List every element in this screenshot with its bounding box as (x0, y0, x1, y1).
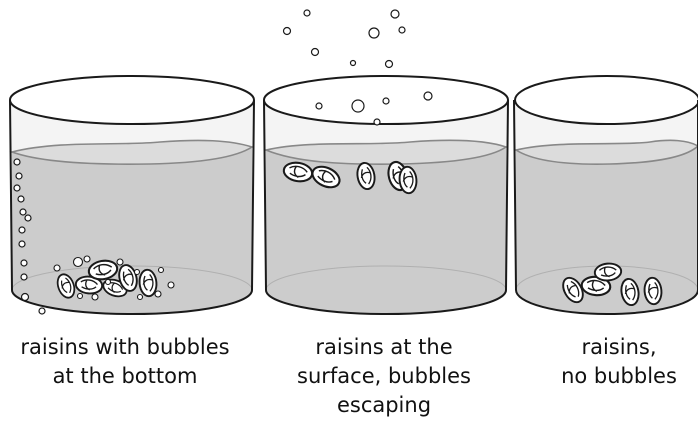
bubble (19, 241, 25, 247)
bubble (74, 258, 83, 267)
bubble (369, 28, 379, 38)
caption-line: raisins with bubbles (2, 333, 248, 362)
caption-line: raisins at the (262, 333, 506, 362)
bubble (138, 295, 143, 300)
caption-line: escaping (262, 391, 506, 420)
caption-raisins-surface-bubbles-escaping: raisins at the surface, bubbles escaping (262, 333, 506, 420)
bubble (20, 209, 26, 215)
bubble (304, 10, 310, 16)
bubble (399, 27, 405, 33)
glass-3-rim (515, 76, 698, 124)
bubble (383, 98, 389, 104)
bubble (78, 294, 83, 299)
bubble (21, 274, 27, 280)
bubble (316, 103, 322, 109)
bubble (92, 294, 98, 300)
glass-1-rim (10, 76, 254, 124)
caption-line: at the bottom (2, 362, 248, 391)
bubble (19, 227, 25, 233)
caption-raisins-no-bubbles: raisins, no bubbles (540, 333, 698, 391)
bubble (135, 270, 140, 275)
bubble (39, 308, 45, 314)
caption-raisins-bottom-with-bubbles: raisins with bubbles at the bottom (2, 333, 248, 391)
bubble (159, 268, 164, 273)
bubble (18, 196, 24, 202)
bubble (106, 280, 111, 285)
caption-line: surface, bubbles (262, 362, 506, 391)
bubble (21, 260, 27, 266)
bubble (312, 49, 319, 56)
bubble (374, 119, 380, 125)
bubble (284, 28, 291, 35)
bubble (155, 291, 161, 297)
bubble (25, 215, 31, 221)
bubble (424, 92, 432, 100)
glass-1 (10, 76, 254, 314)
bubble (386, 61, 393, 68)
glass-2 (264, 10, 508, 314)
caption-line: no bubbles (540, 362, 698, 391)
bubble (54, 265, 60, 271)
bubble (14, 185, 20, 191)
bubble (14, 159, 20, 165)
bubble (84, 256, 90, 262)
bubble (352, 100, 364, 112)
bubble (391, 10, 399, 18)
bubble (16, 173, 22, 179)
caption-line: raisins, (540, 333, 698, 362)
bubble (117, 259, 123, 265)
bubble (22, 294, 29, 301)
glass-3 (514, 76, 698, 314)
bubble (168, 282, 174, 288)
bubble (351, 61, 356, 66)
